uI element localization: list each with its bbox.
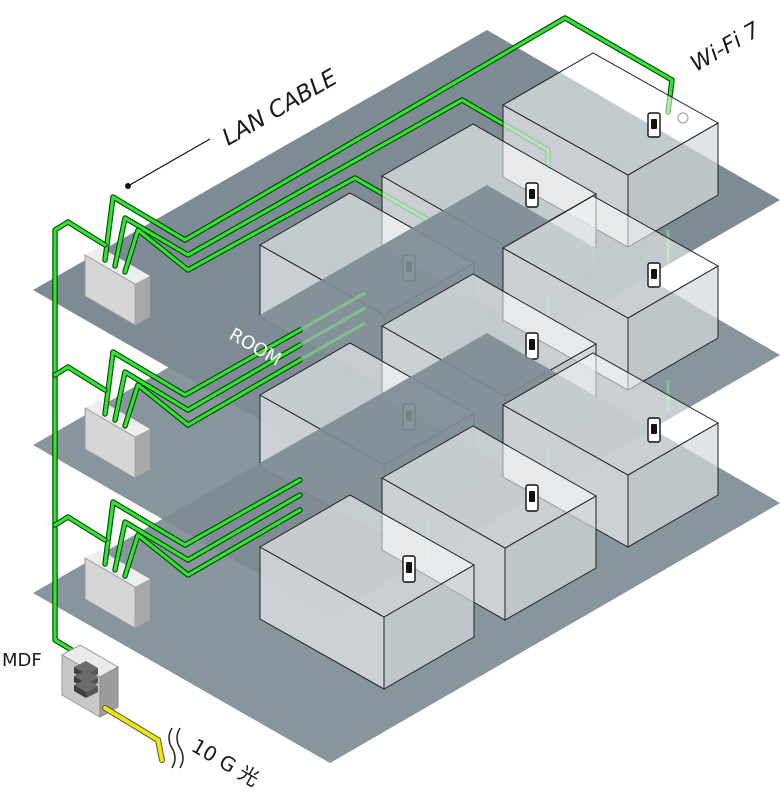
server-stack-icon xyxy=(74,661,98,698)
break-mark-icon xyxy=(176,727,184,769)
room-2-3 xyxy=(501,195,720,391)
access-point-icon xyxy=(647,262,661,288)
fiber-line xyxy=(102,705,184,769)
room-3-1 xyxy=(258,494,476,690)
break-mark-icon xyxy=(168,727,176,769)
lan-cables-floor-2 xyxy=(102,230,670,429)
access-point-icon xyxy=(525,484,539,512)
riser-cables xyxy=(52,219,108,658)
access-point-icon xyxy=(647,112,661,138)
mdf-cabinet xyxy=(60,644,120,718)
wifi-label: Wi-Fi 7 xyxy=(687,18,765,77)
access-point-icon xyxy=(525,332,539,360)
room-3-3 xyxy=(501,352,720,548)
access-point-icon xyxy=(402,555,416,583)
wifi-indicator-icon xyxy=(677,112,689,124)
access-point-icon xyxy=(647,417,661,443)
access-point-icon xyxy=(525,182,539,208)
mdf-label: MDF xyxy=(2,650,42,671)
floor-3 xyxy=(33,333,780,763)
fiber-label: 10 G 光 xyxy=(188,734,264,792)
lan-cables-floor-3 xyxy=(102,380,670,579)
lan-cable-leader xyxy=(125,138,211,189)
